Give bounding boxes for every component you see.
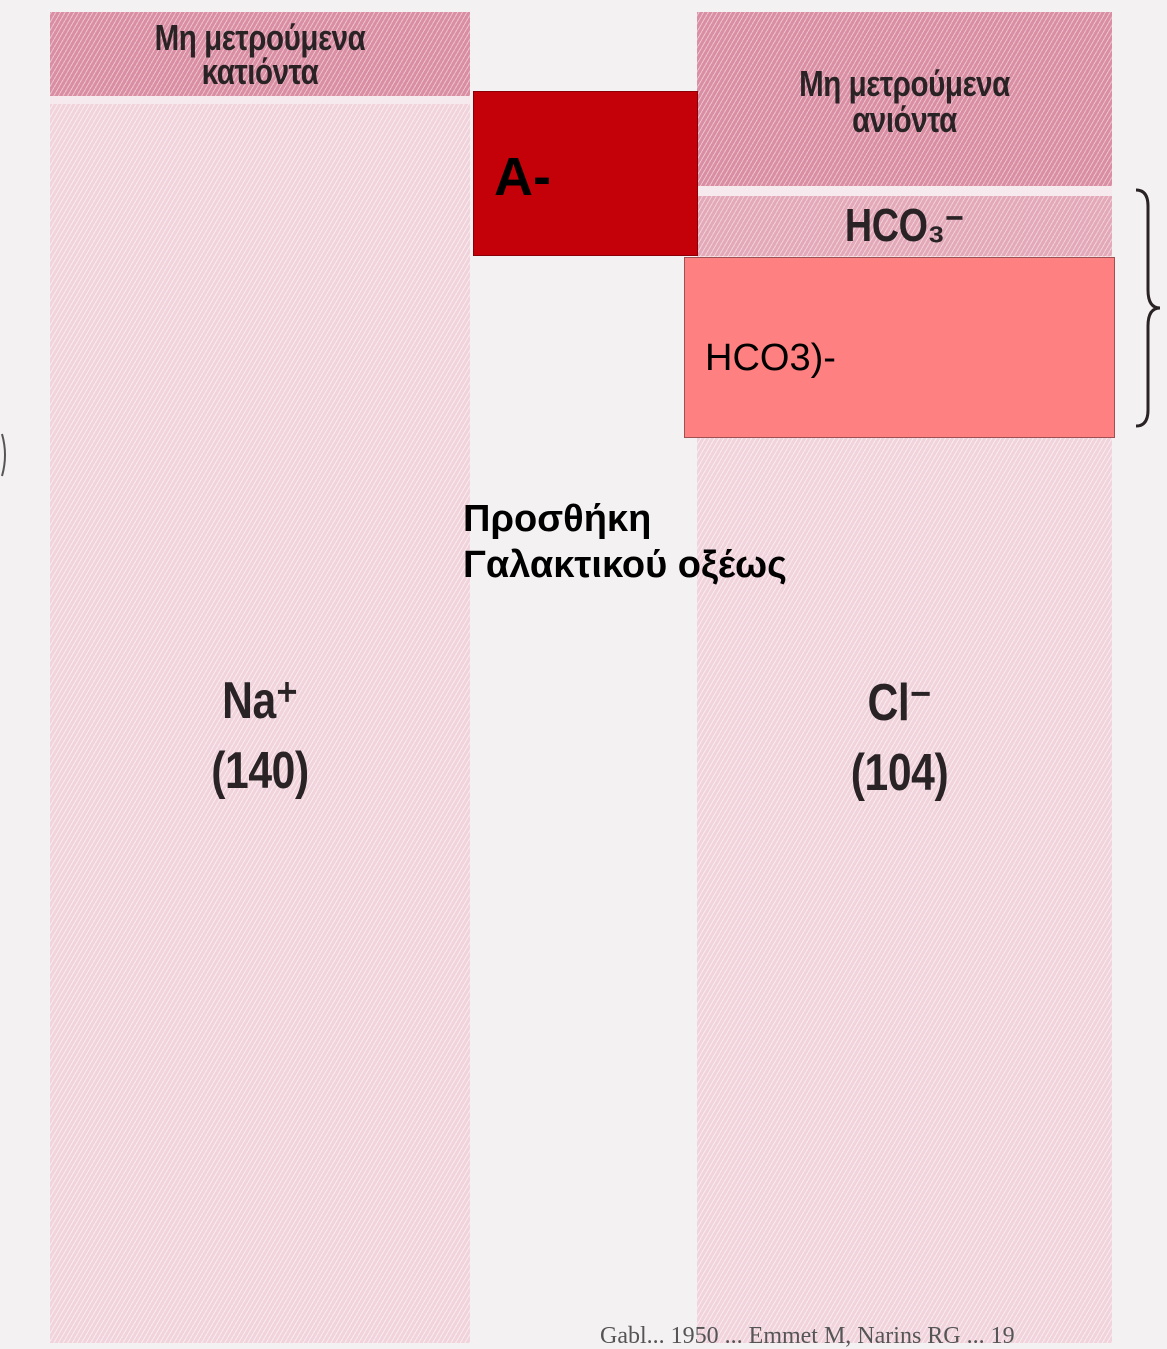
lactate-anion-box: A- [473, 91, 698, 256]
anions-column: Μη μετρούμενα ανιόντα HCO₃⁻ Cl⁻ (104) [697, 12, 1112, 1343]
chloride-value: (104) [850, 744, 949, 802]
caption-line1: Προσθήκη [463, 498, 652, 540]
unmeasured-cations-label-line1: Μη μετρούμενα [154, 17, 366, 58]
unmeasured-anions-segment: Μη μετρούμενα ανιόντα [697, 12, 1112, 186]
lactate-anion-label: A- [494, 147, 551, 207]
left-edge-mark [1, 433, 6, 477]
source-citation: Gabl... 1950 ... Emmet M, Narins RG ... … [600, 1323, 1015, 1349]
unmeasured-cations-label-line2: κατιόντα [201, 51, 319, 92]
unmeasured-anions-label-line1: Μη μετρούμενα [799, 63, 1010, 104]
bicarbonate-segment: HCO₃⁻ [697, 196, 1112, 256]
segment-divider [697, 186, 1112, 196]
chloride-label: Cl⁻ [867, 674, 932, 732]
sodium-label: Na⁺ [222, 672, 298, 730]
bicarbonate-segment-label: HCO₃⁻ [844, 199, 965, 251]
segment-divider [50, 96, 470, 104]
anion-gap-bracket [1135, 188, 1161, 428]
unmeasured-anions-label-line2: ανιόντα [852, 99, 957, 140]
caption-line2: Γαλακτικού οξέως [463, 544, 787, 586]
cations-column: Μη μετρούμενα κατιόντα Na⁺ (140) [50, 12, 470, 1343]
consumed-bicarbonate-box: HCO3)- [684, 257, 1115, 438]
sodium-value: (140) [211, 742, 309, 800]
unmeasured-cations-segment: Μη μετρούμενα κατιόντα [50, 12, 470, 96]
lactic-acid-caption: Προσθήκη Γαλακτικού οξέως [463, 496, 787, 588]
consumed-bicarbonate-label: HCO3)- [705, 337, 836, 379]
